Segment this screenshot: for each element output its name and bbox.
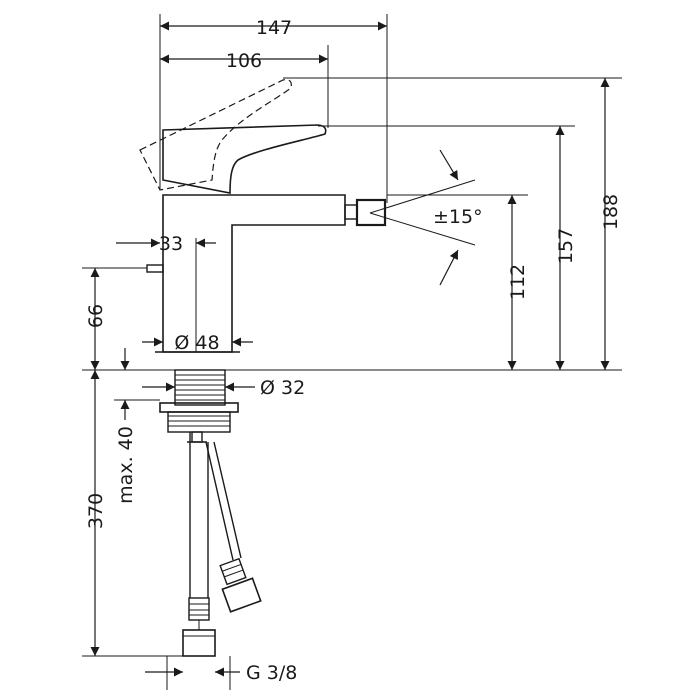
dimension-112: 112 — [507, 264, 529, 300]
extension-lines — [82, 14, 622, 690]
dimension-33: 33 — [159, 233, 183, 255]
dimension-157: 157 — [555, 228, 577, 264]
dimension-max-40: max. 40 — [115, 426, 137, 504]
mounting-shank — [159, 369, 239, 443]
dimension-188: 188 — [600, 194, 622, 230]
dimension-diameter-32: Ø 32 — [260, 377, 305, 399]
dimension-66: 66 — [85, 304, 107, 328]
dimension-370: 370 — [85, 493, 107, 529]
supply-hoses — [182, 432, 262, 657]
lever-handle — [139, 79, 327, 194]
dimension-thread: G 3/8 — [246, 662, 297, 684]
dimension-diameter-48: Ø 48 — [174, 332, 219, 354]
spray-nozzle — [344, 198, 387, 227]
dimension-147: 147 — [256, 17, 292, 39]
dimension-lines — [90, 21, 610, 677]
dimension-106: 106 — [226, 50, 262, 72]
dimension-angle: ±15° — [433, 206, 483, 228]
faucet-body — [146, 194, 346, 353]
